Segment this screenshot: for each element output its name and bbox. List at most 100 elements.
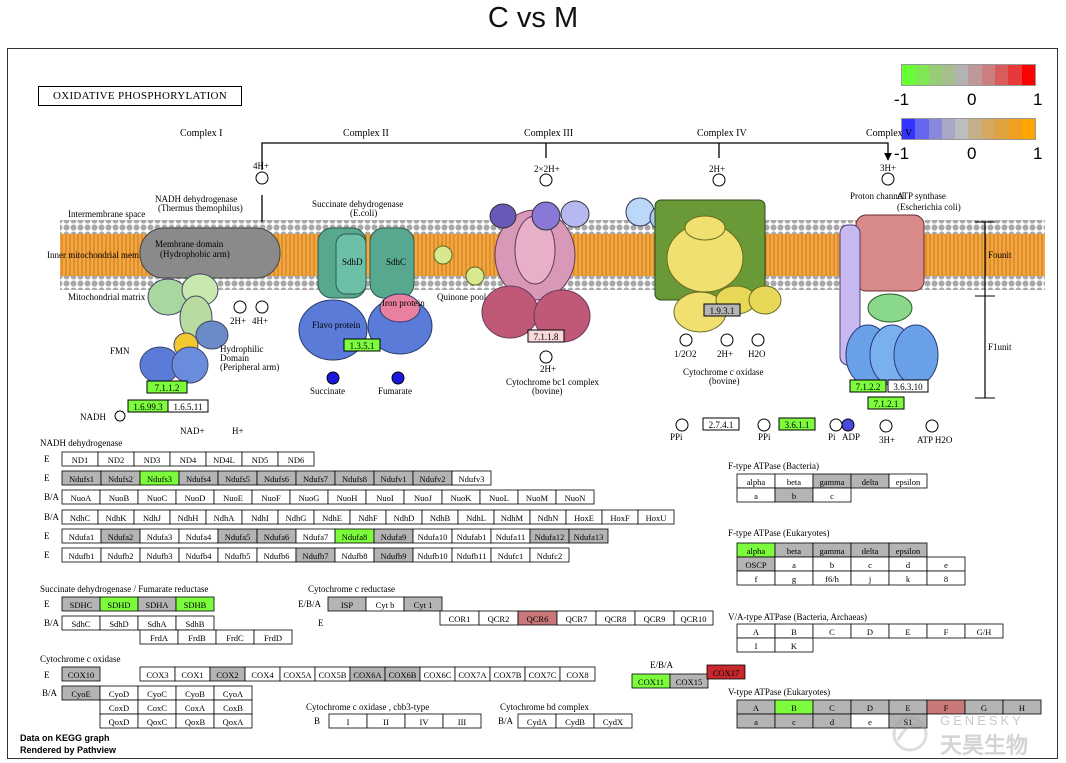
nadh-dh-label: NADH dehydrogenase — [155, 194, 237, 204]
gene-label: SdhB — [186, 619, 205, 629]
gene-label: Ndufa2 — [108, 532, 134, 542]
gene-label: f6/h — [825, 574, 839, 584]
gene-label: B — [791, 627, 797, 637]
gene-label: D — [867, 703, 873, 713]
gene-label: COX6A — [353, 670, 382, 680]
gene-label: Ndufs8 — [342, 474, 367, 484]
gene-label: Ndufs3 — [147, 474, 172, 484]
gene-label: beta — [787, 546, 801, 556]
gene-label: QCR2 — [488, 614, 510, 624]
membrane-domain-sub: (Hydrophobic arm) — [160, 249, 230, 259]
gene-label: alpha — [747, 477, 766, 487]
gene-label: NuoM — [526, 493, 549, 503]
phosphate-reactions: PPi 2.7.4.1 PPi 3.6.1.1 Pi ADP — [670, 417, 860, 442]
row-tag: B/A — [44, 492, 60, 502]
gene-label: Ndufa5 — [225, 532, 251, 542]
gene-label: epsilon — [896, 546, 921, 556]
ec-7-1-2-1: 7.1.2.1 — [874, 399, 899, 409]
atp-synthase-src: (Escherichia coli) — [897, 202, 961, 212]
gene-label: Ndufs7 — [303, 474, 328, 484]
gene-box — [593, 713, 633, 729]
gene-label: Ndufb8 — [342, 551, 368, 561]
complex-v-3h: 3H+ — [879, 435, 895, 445]
gene-label: NdhK — [106, 513, 128, 523]
gene-label: COX7C — [529, 670, 557, 680]
gene-box — [529, 547, 570, 563]
watermark-text-en: GENESKY — [940, 713, 1024, 728]
gene-label: NuoG — [299, 493, 320, 503]
gene-label: NuoN — [565, 493, 586, 503]
pi-label: Pi — [828, 432, 836, 442]
gene-label: QCR9 — [644, 614, 666, 624]
row-tag: B/A — [498, 716, 514, 726]
h2o-label: H2O — [748, 349, 766, 359]
complex-iv: 1.9.3.1 1/2O2 2H+ H2O Cytochrome c oxida… — [654, 164, 782, 386]
gene-label: B — [791, 703, 797, 713]
gene-label: A — [753, 703, 760, 713]
watermark-text-cn: 天昊生物 — [940, 733, 1029, 758]
row-tag: E/B/A — [650, 660, 674, 670]
gene-box — [253, 629, 293, 645]
gene-label: NdhH — [178, 513, 199, 523]
gene-label: CyoA — [223, 689, 244, 699]
gene-label: QCR6 — [527, 614, 549, 624]
gene-label: SdhC — [72, 619, 91, 629]
gene-label: COX7A — [458, 670, 487, 680]
gene-label: COX10 — [68, 670, 94, 680]
gene-label: CyoD — [109, 689, 129, 699]
gene-label: e — [944, 560, 948, 570]
gene-label: a — [792, 560, 796, 570]
gene-label: Ndufa12 — [535, 532, 565, 542]
gene-box — [61, 666, 101, 682]
gene-box — [451, 470, 492, 486]
adp-label: ADP — [842, 432, 860, 442]
gene-label: a — [754, 717, 758, 727]
gene-box — [213, 713, 253, 729]
gene-label: Ndufs4 — [186, 474, 212, 484]
gene-label: Ndufb10 — [417, 551, 447, 561]
gene-label: NdhE — [322, 513, 342, 523]
gene-label: ND4L — [213, 455, 235, 465]
watermark-logo — [892, 716, 928, 752]
gene-label: Ndufb1 — [69, 551, 95, 561]
gene-label: COX5A — [283, 670, 312, 680]
legend-swatch — [955, 65, 969, 85]
legend-swatch — [995, 119, 1009, 139]
legend-tick-min: -1 — [894, 90, 910, 109]
section-nadh: NADH dehydrogenase — [40, 438, 122, 448]
gene-label: f — [755, 574, 758, 584]
sdhc-label: SdhC — [386, 257, 406, 267]
gene-label: CydB — [565, 717, 585, 727]
gene-box — [559, 666, 596, 682]
f1-unit-label: F1unit — [988, 342, 1012, 352]
gene-label: COX6B — [389, 670, 417, 680]
gene-label: Ndufa9 — [381, 532, 407, 542]
complex-iv-2h-top: 2H+ — [709, 164, 725, 174]
row-tag: B/A — [44, 618, 60, 628]
gene-label: Ndufb4 — [186, 551, 213, 561]
gene-label: NdhF — [358, 513, 378, 523]
gene-label: delta — [862, 477, 879, 487]
gene-label: QCR8 — [605, 614, 627, 624]
gene-box — [812, 487, 852, 503]
gene-label: F — [944, 627, 949, 637]
gene-label: ND5 — [252, 455, 269, 465]
proton-pump-arrows — [261, 142, 892, 222]
legend-tick-min: -1 — [894, 144, 910, 163]
gene-label: Ndufa6 — [264, 532, 290, 542]
gene-box — [673, 610, 714, 626]
succ-dh-src: (E.coli) — [350, 208, 377, 218]
gene-label: beta — [787, 477, 801, 487]
gene-label: Ndufab1 — [457, 532, 487, 542]
sdhd-label: SdhD — [342, 257, 363, 267]
legend-swatch — [1021, 65, 1035, 85]
complex-iii-label: Complex III — [524, 128, 573, 139]
gene-label: C — [829, 703, 835, 713]
gene-box — [277, 451, 315, 467]
succ-dh-label: Succinate dehydrogenase — [312, 199, 403, 209]
legend-swatch — [1021, 119, 1035, 139]
gene-label: CoxB — [223, 703, 243, 713]
gene-label: NuoD — [185, 493, 206, 503]
chart-title: C vs M — [487, 2, 579, 34]
legend-swatch — [995, 65, 1009, 85]
